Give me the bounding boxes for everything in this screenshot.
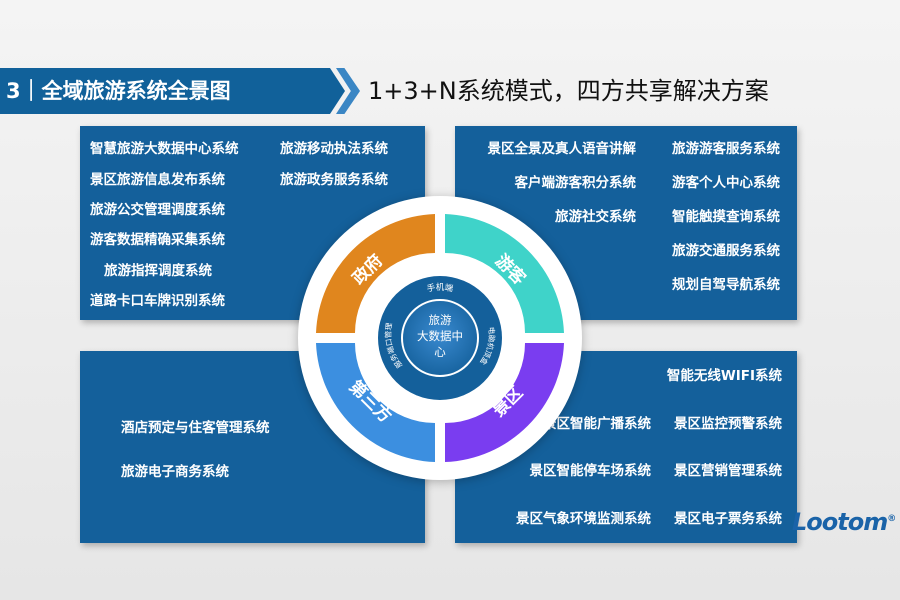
tourist-system-item: 客户端游客积分系统: [514, 175, 637, 191]
quadrant-tourist: [445, 214, 564, 333]
government-system-item: 旅游移动执法系统: [280, 141, 388, 157]
quadrant-third-party: [316, 343, 435, 462]
tourist-system-item: 旅游游客服务系统: [672, 141, 780, 157]
page-title: 3｜全域旅游系统全景图: [6, 79, 231, 103]
hub-center-line1: 旅游: [429, 313, 452, 327]
government-system-item: 景区旅游信息发布系统: [90, 172, 225, 188]
government-system-item: 旅游政务服务系统: [280, 172, 388, 188]
scenic-system-item: 景区营销管理系统: [674, 463, 782, 479]
quadrant-government: [316, 214, 435, 333]
hub-center-line3: 心: [434, 345, 446, 359]
government-system-item: 旅游指挥调度系统: [104, 263, 212, 279]
scenic-system-item: 景区监控预警系统: [674, 416, 782, 432]
tourist-system-item: 旅游社交系统: [555, 209, 636, 225]
ring-label-top: 手机端: [426, 282, 455, 295]
quadrant-scenic: [445, 343, 564, 462]
scenic-system-item: 景区气象环境监测系统: [516, 511, 651, 527]
brand-logo: Lootom®: [792, 508, 900, 538]
scenic-system-item: 景区智能广播系统: [543, 416, 651, 432]
hub-center-line2: 大数据中: [417, 329, 463, 343]
government-system-item: 智慧旅游大数据中心系统: [90, 141, 239, 157]
scenic-system-item: 景区智能停车场系统: [529, 463, 652, 479]
scenic-system-item: 景区电子票务系统: [674, 511, 782, 527]
government-system-item: 道路卡口车牌识别系统: [90, 293, 225, 309]
tourist-system-item: 游客个人中心系统: [672, 175, 780, 191]
third-party-system-item: 旅游电子商务系统: [121, 464, 229, 480]
header-band: [0, 68, 345, 114]
tourist-system-item: 旅游交通服务系统: [672, 243, 780, 259]
government-system-item: 旅游公交管理调度系统: [90, 202, 225, 218]
page-subtitle: 1+3+N系统模式，四方共享解决方案: [368, 77, 769, 105]
scenic-system-item: 智能无线WIFI系统: [666, 368, 782, 384]
hub-center: [401, 299, 479, 377]
government-system-item: 游客数据精确采集系统: [90, 232, 225, 248]
brand-logo-text: Lootom: [792, 508, 888, 536]
tourist-system-item: 智能触摸查询系统: [672, 209, 780, 225]
third-party-system-item: 酒店预定与住客管理系统: [121, 420, 270, 436]
registered-mark: ®: [887, 514, 896, 524]
tourist-system-item: 景区全景及真人语音讲解: [487, 141, 637, 157]
tourist-system-item: 规划自驾导航系统: [672, 277, 780, 293]
